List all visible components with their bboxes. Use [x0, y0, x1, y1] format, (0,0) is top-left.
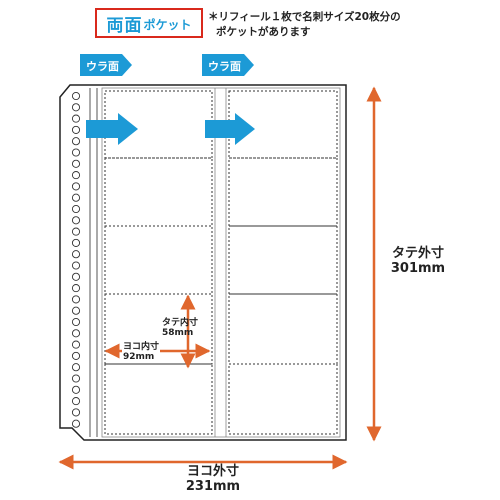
outer-width-caption: ヨコ外寸: [186, 464, 239, 479]
outer-height-label: タテ外寸 301mm: [378, 246, 458, 276]
flip-arrow-right: [205, 113, 255, 145]
binding-hole: [71, 193, 81, 202]
outer-height-value: 301mm: [390, 261, 446, 276]
binding-hole: [71, 171, 81, 180]
binding-hole: [71, 216, 81, 225]
binding-holes: [71, 91, 81, 428]
note-line-1: ＊リフィール１枚で名刺サイズ20枚分の: [208, 11, 401, 23]
binding-hole: [71, 91, 81, 101]
binding-hole: [71, 204, 81, 214]
card-pocket: [104, 293, 213, 365]
outer-width-label: ヨコ外寸 231mm: [158, 464, 268, 494]
title-sub: ポケット: [143, 18, 192, 32]
back-label-right: ウラ面: [208, 60, 241, 73]
sheet-outline: [59, 84, 347, 441]
binding-hole: [71, 408, 81, 417]
title-box: 両面 ポケット: [95, 8, 203, 38]
binding-hole: [71, 137, 81, 146]
note-text: ＊リフィール１枚で名刺サイズ20枚分の ポケットがあります: [208, 10, 401, 40]
binding-hole: [71, 329, 81, 338]
binding-hole: [71, 317, 81, 327]
note-line-2: ポケットがあります: [216, 26, 311, 38]
inner-width-caption: ヨコ内寸: [123, 342, 160, 352]
binding-hole: [71, 227, 81, 236]
outer-width-value: 231mm: [185, 479, 241, 494]
inner-height-label: タテ内寸 58mm: [162, 318, 198, 338]
card-pocket: [104, 363, 213, 435]
title-main: 両面: [106, 15, 143, 36]
binding-hole: [71, 284, 81, 293]
flip-arrow-left: [86, 113, 138, 145]
binding-hole: [71, 103, 81, 112]
pocket-frame: [101, 87, 341, 438]
binding-hole: [71, 272, 81, 281]
binding-hole: [71, 306, 81, 315]
binding-hole: [71, 340, 81, 349]
binding-hole: [71, 261, 81, 270]
back-label-left: ウラ面: [86, 60, 119, 73]
inner-height-caption: タテ内寸: [162, 318, 199, 328]
binding-hole: [71, 148, 81, 157]
binding-hole: [71, 351, 81, 360]
binding-hole: [71, 385, 81, 394]
outer-height-caption: タテ外寸: [391, 246, 444, 261]
binding-hole: [71, 238, 81, 247]
binding-hole: [71, 419, 81, 428]
binding-hole: [71, 250, 81, 259]
inner-width-value: 92mm: [123, 352, 155, 362]
binding-hole: [71, 125, 81, 134]
binding-hole: [71, 159, 81, 168]
binding-hole: [71, 374, 81, 383]
binding-hole: [71, 182, 81, 191]
back-arrow-left: ウラ面: [80, 54, 132, 76]
binding-hole: [71, 397, 81, 406]
inner-height-value: 58mm: [162, 328, 194, 338]
back-arrow-right: ウラ面: [202, 54, 254, 76]
inner-width-label: ヨコ内寸 92mm: [122, 342, 161, 362]
card-pocket: [228, 363, 338, 435]
binding-hole: [71, 295, 81, 304]
binding-hole: [71, 114, 81, 123]
binding-hole: [71, 363, 81, 372]
